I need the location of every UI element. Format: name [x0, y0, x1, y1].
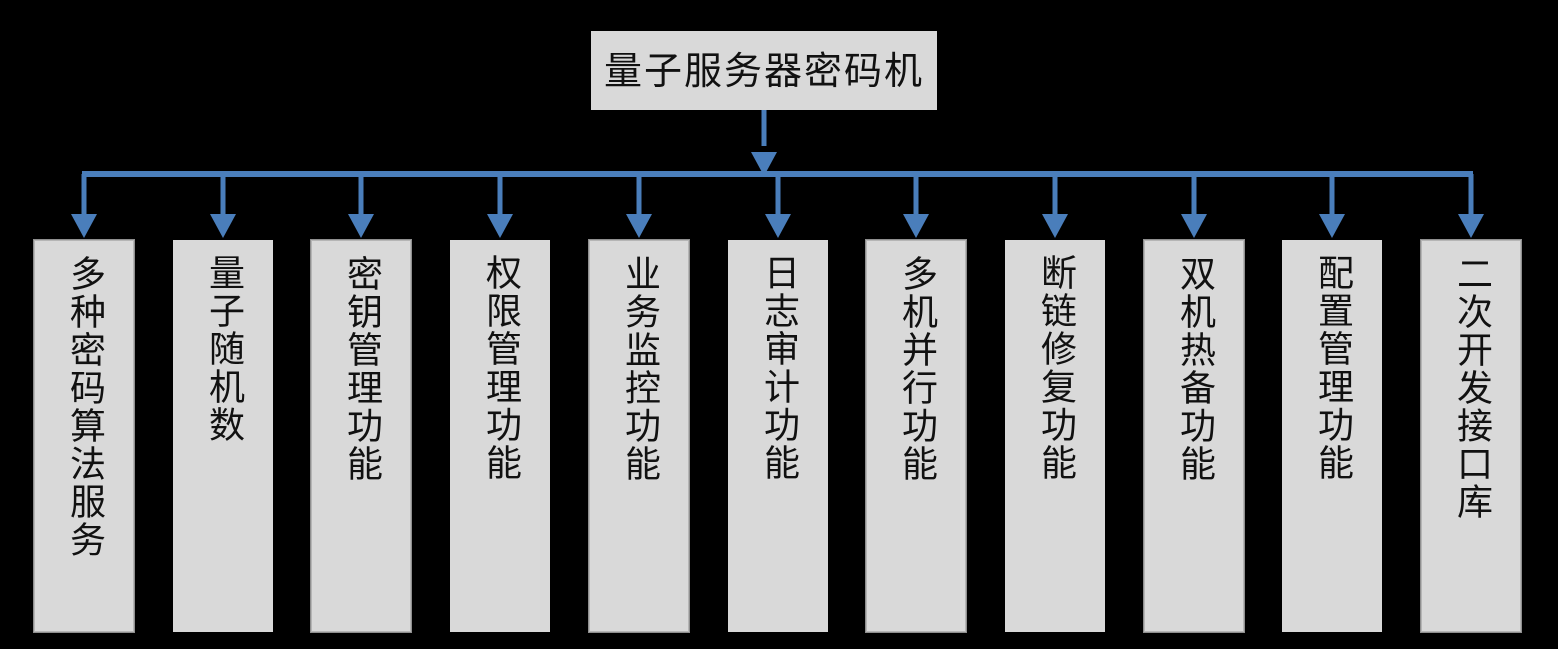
child-connector-stem	[636, 174, 642, 214]
leaf-node-label: 业务监控功能	[619, 255, 661, 483]
leaf-node-label: 双机热备功能	[1174, 255, 1216, 483]
child-connector-stem	[358, 174, 364, 214]
leaf-node[interactable]: 多机并行功能	[866, 240, 966, 632]
root-node[interactable]: 量子服务器密码机	[591, 31, 937, 110]
child-connector-arrowhead	[1458, 214, 1484, 238]
child-connector-arrowhead	[765, 214, 791, 238]
leaf-node[interactable]: 权限管理功能	[450, 240, 550, 632]
leaf-node[interactable]: 二次开发接口库	[1421, 240, 1521, 632]
child-connector-stem	[1052, 174, 1058, 214]
child-connector-arrowhead	[348, 214, 374, 238]
child-connector-arrowhead	[1319, 214, 1345, 238]
child-connector-stem	[1329, 174, 1335, 214]
leaf-node-label: 密钥管理功能	[341, 255, 383, 483]
leaf-node-label: 量子随机数	[203, 254, 245, 444]
child-connector-arrowhead	[626, 214, 652, 238]
leaf-node[interactable]: 断链修复功能	[1005, 240, 1105, 632]
leaf-node-label: 二次开发接口库	[1451, 255, 1493, 521]
leaf-node[interactable]: 配置管理功能	[1282, 240, 1382, 632]
child-connector-arrowhead	[1181, 214, 1207, 238]
leaf-node[interactable]: 日志审计功能	[728, 240, 828, 632]
child-connector-stem	[775, 174, 781, 214]
leaf-node[interactable]: 量子随机数	[173, 240, 273, 632]
child-connector-arrowhead	[1042, 214, 1068, 238]
child-connector-stem	[497, 174, 503, 214]
horizontal-bus-line	[82, 171, 1473, 177]
leaf-node-label: 多机并行功能	[896, 255, 938, 483]
leaf-node-label: 多种密码算法服务	[64, 255, 106, 559]
leaf-node-label: 配置管理功能	[1312, 254, 1354, 482]
child-connector-arrowhead	[487, 214, 513, 238]
child-connector-stem	[1191, 174, 1197, 214]
leaf-node[interactable]: 业务监控功能	[589, 240, 689, 632]
child-connector-stem	[81, 174, 87, 214]
child-connector-stem	[220, 174, 226, 214]
child-connector-stem	[1468, 174, 1474, 214]
leaf-node[interactable]: 密钥管理功能	[311, 240, 411, 632]
child-connector-stem	[913, 174, 919, 214]
child-connector-arrowhead	[903, 214, 929, 238]
child-connector-arrowhead	[210, 214, 236, 238]
root-connector-stem	[761, 110, 767, 146]
leaf-node[interactable]: 双机热备功能	[1144, 240, 1244, 632]
leaf-node[interactable]: 多种密码算法服务	[34, 240, 134, 632]
leaf-node-label: 权限管理功能	[480, 254, 522, 482]
leaf-node-label: 断链修复功能	[1035, 254, 1077, 482]
leaf-node-label: 日志审计功能	[758, 254, 800, 482]
root-node-label: 量子服务器密码机	[603, 48, 924, 93]
root-connector-arrowhead	[751, 152, 777, 176]
child-connector-arrowhead	[71, 214, 97, 238]
